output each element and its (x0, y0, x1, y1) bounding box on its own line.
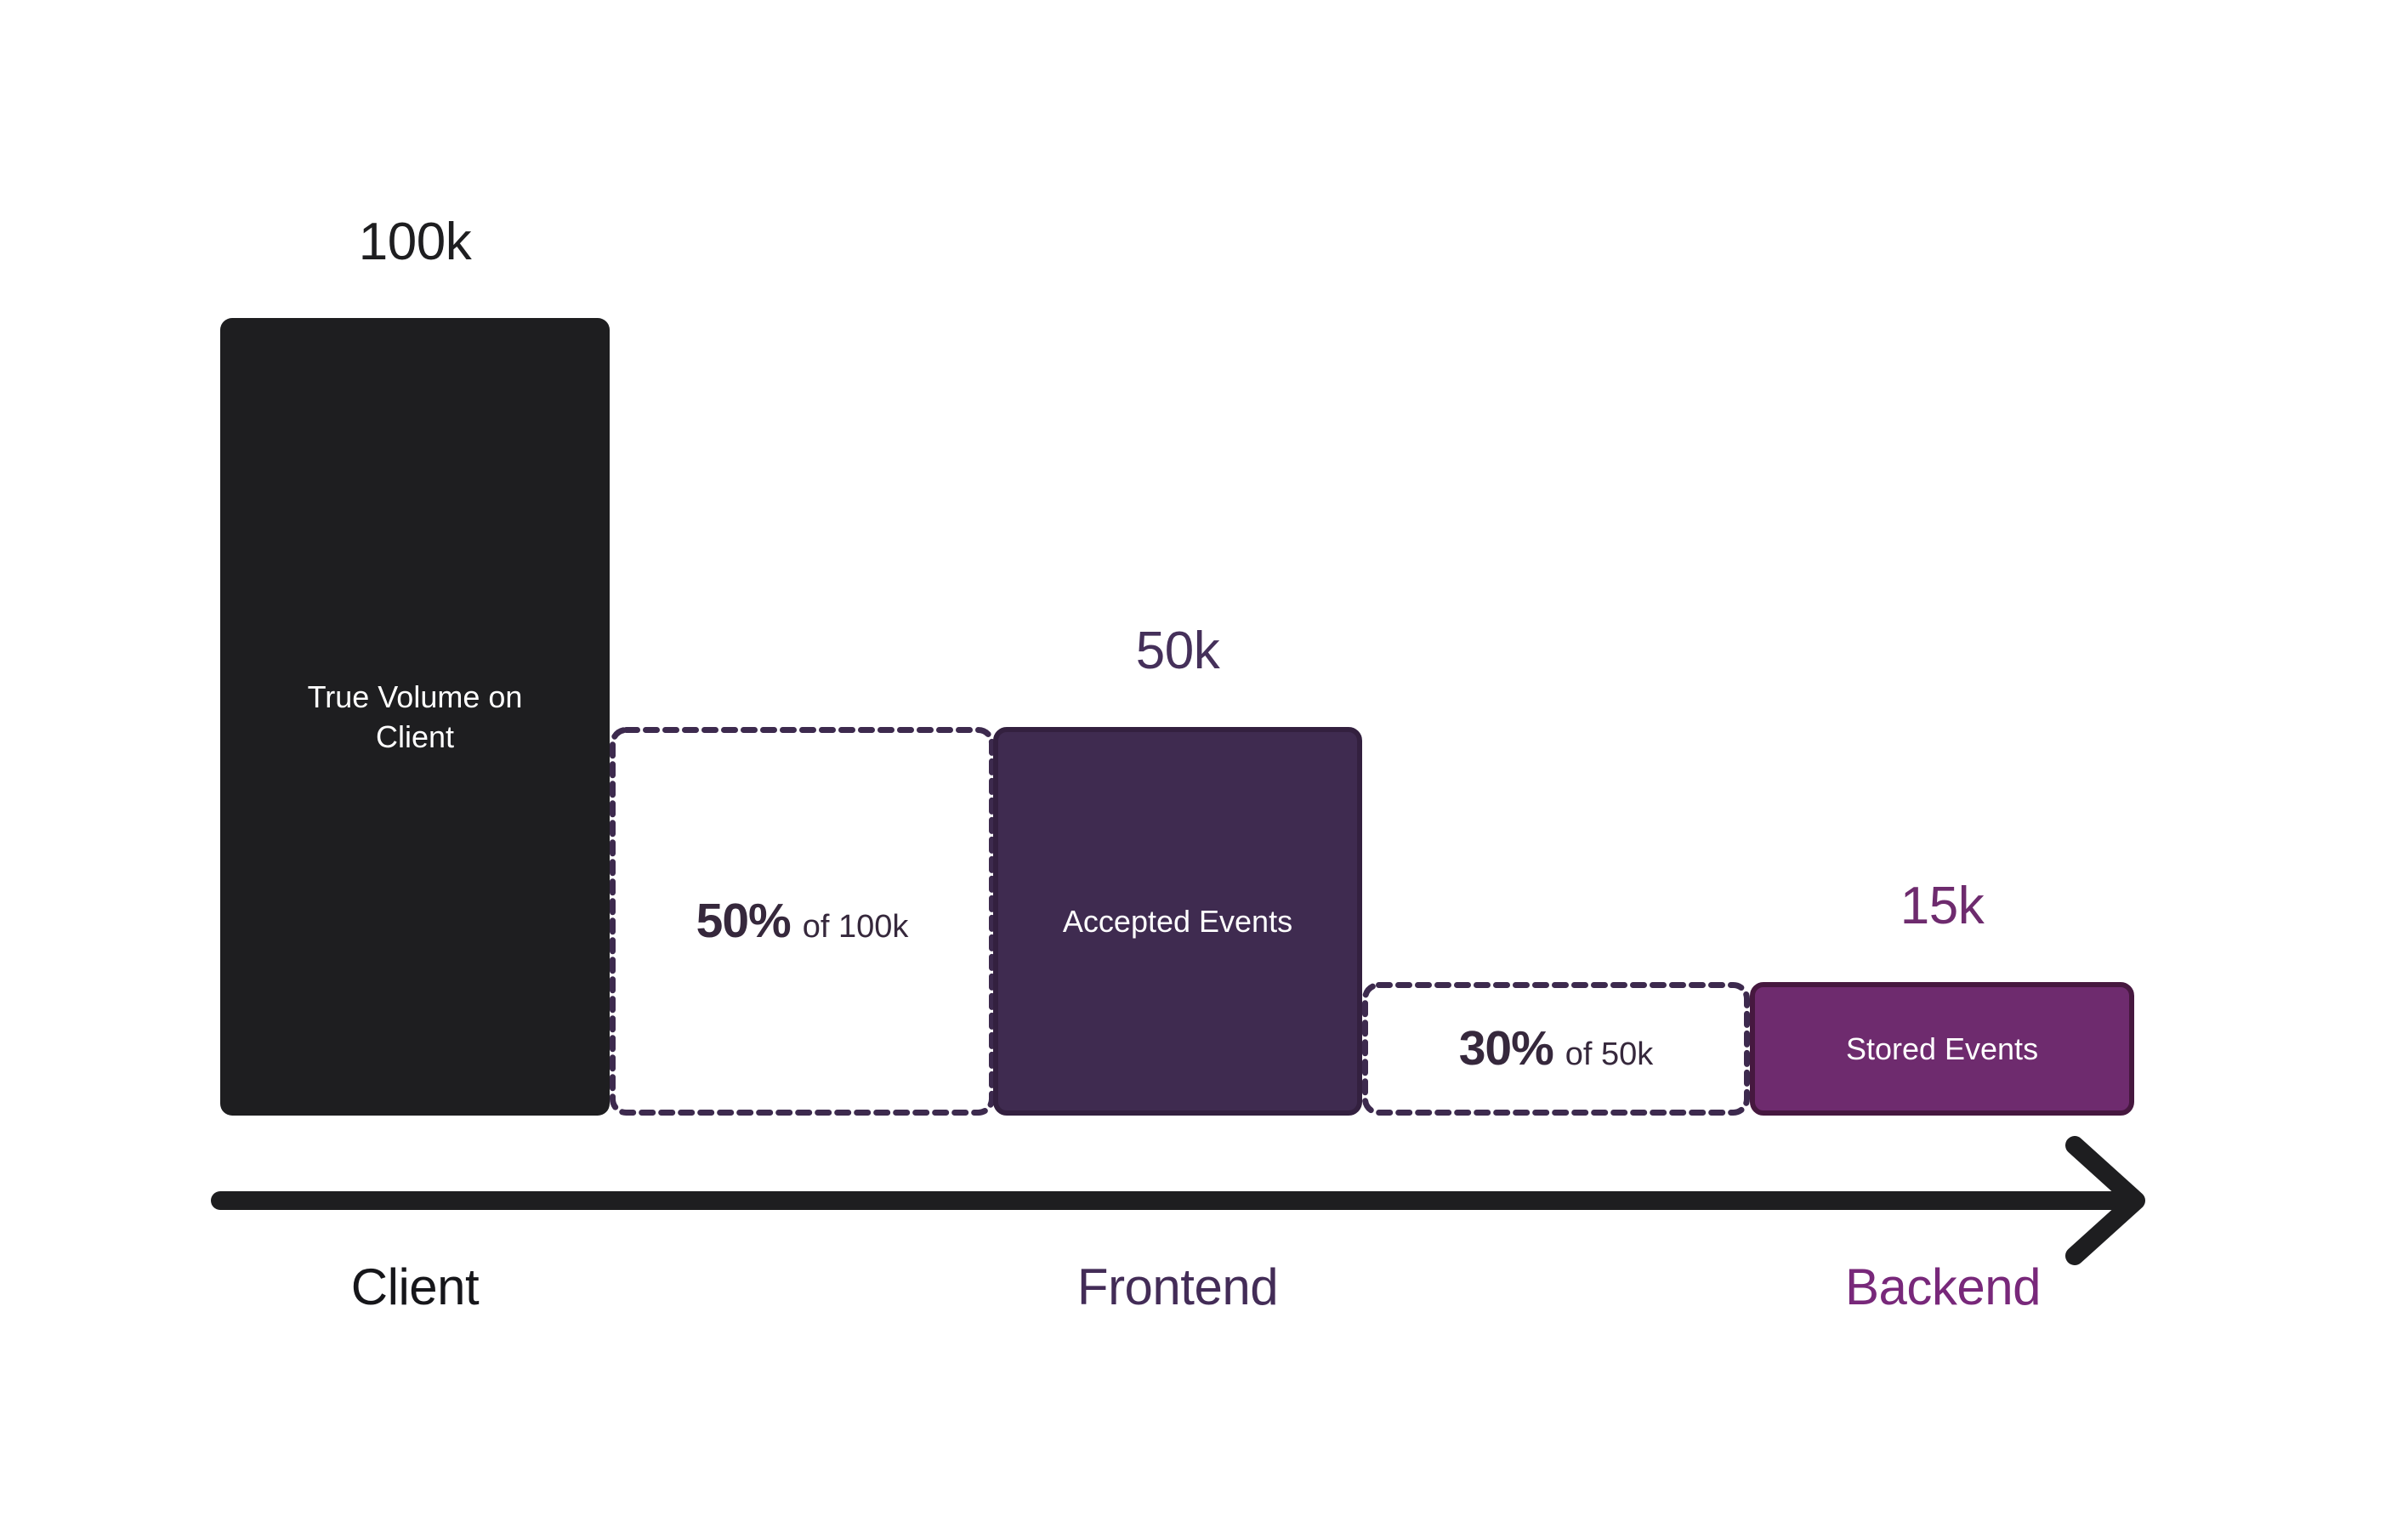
bar-label-client: True Volume on Client (307, 679, 523, 754)
value-label-client: 100k (358, 213, 472, 271)
value-label-backend: 15k (1900, 877, 1985, 935)
dashed-outline-icon (1362, 982, 1750, 1116)
dashed-outline-icon (610, 727, 995, 1116)
reduction-box-client-to-frontend: 50% of 100k (610, 727, 995, 1116)
reduction-text-2: 30% of 50k (1459, 1025, 1654, 1073)
reduction-of-1: of 100k (802, 909, 909, 945)
reduction-of-2: of 50k (1565, 1036, 1654, 1072)
bar-frontend: Accepted Events (993, 727, 1362, 1116)
reduction-percent-1: 50% (696, 894, 792, 948)
reduction-percent-2: 30% (1458, 1021, 1554, 1076)
stage-caption-client: Client (350, 1258, 480, 1315)
bar-label-frontend: Accepted Events (1062, 904, 1293, 939)
bar-client: True Volume on Client (220, 318, 610, 1116)
stage-caption-frontend: Frontend (1076, 1258, 1279, 1315)
bar-label-backend: Stored Events (1845, 1031, 2039, 1066)
reduction-text-1: 50% of 100k (696, 897, 909, 946)
stage-caption-backend: Backend (1845, 1258, 2042, 1315)
bar-backend: Stored Events (1750, 982, 2134, 1116)
reduction-box-frontend-to-backend: 30% of 50k (1362, 982, 1750, 1116)
value-label-frontend: 50k (1135, 622, 1220, 680)
arrow-right-icon (211, 1136, 2145, 1265)
